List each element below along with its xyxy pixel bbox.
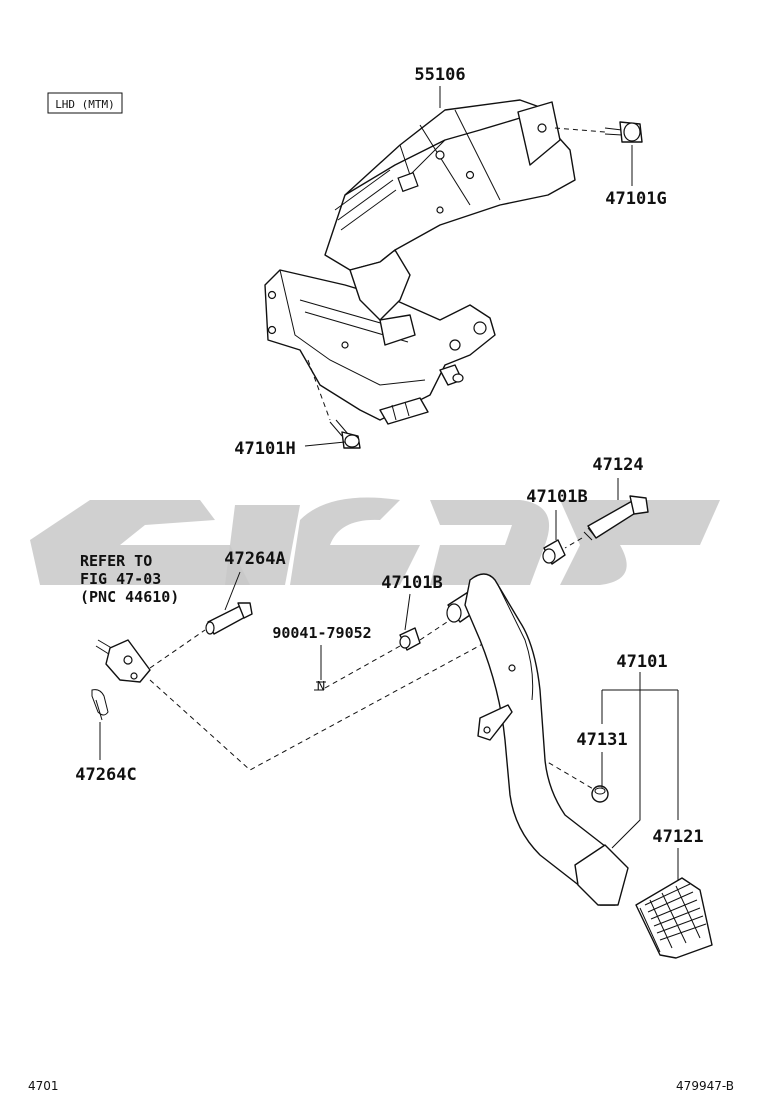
label-55106: 55106 (414, 65, 465, 85)
label-47124: 47124 (592, 455, 643, 475)
reference-line-2: FIG 47-03 (80, 570, 161, 588)
label-47101B-mid: 47101B (381, 573, 442, 593)
label-47101: 47101 (616, 652, 667, 672)
reference-line-3: (PNC 44610) (80, 588, 179, 606)
pin-47124 (564, 495, 649, 549)
footer-left: 4701 (28, 1079, 59, 1093)
pedal-pad-47121 (635, 877, 713, 959)
label-90041-79052: 90041-79052 (272, 624, 371, 642)
label-47101H: 47101H (234, 439, 295, 459)
clip-47264C (91, 689, 109, 721)
bolt-47101G (554, 121, 643, 143)
bushing-47101B-top (542, 539, 566, 565)
variant-box-text: LHD (MTM) (55, 98, 115, 111)
label-47101B-top: 47101B (526, 487, 587, 507)
label-47131: 47131 (576, 730, 627, 750)
bushing-47101B-mid (399, 627, 421, 651)
footer-right: 479947-B (676, 1079, 734, 1093)
pedal-bracket-55106 (264, 99, 576, 425)
brake-pedal-47101 (446, 573, 629, 906)
label-47264A: 47264A (224, 549, 285, 569)
leader-lines (99, 86, 679, 880)
svg-text:N: N (317, 679, 326, 693)
label-47121: 47121 (652, 827, 703, 847)
label-47264C: 47264C (75, 765, 136, 785)
variant-box: LHD (MTM) (47, 92, 123, 114)
pin-47264A (205, 602, 253, 635)
reference-line-1: REFER TO (80, 552, 152, 570)
bolt-47101H (307, 359, 361, 449)
label-47101G: 47101G (605, 189, 666, 209)
clevis-ref (95, 639, 151, 683)
nut-90041: N (314, 679, 326, 693)
assembly-lines (149, 619, 596, 791)
watermark-logo (30, 497, 720, 585)
